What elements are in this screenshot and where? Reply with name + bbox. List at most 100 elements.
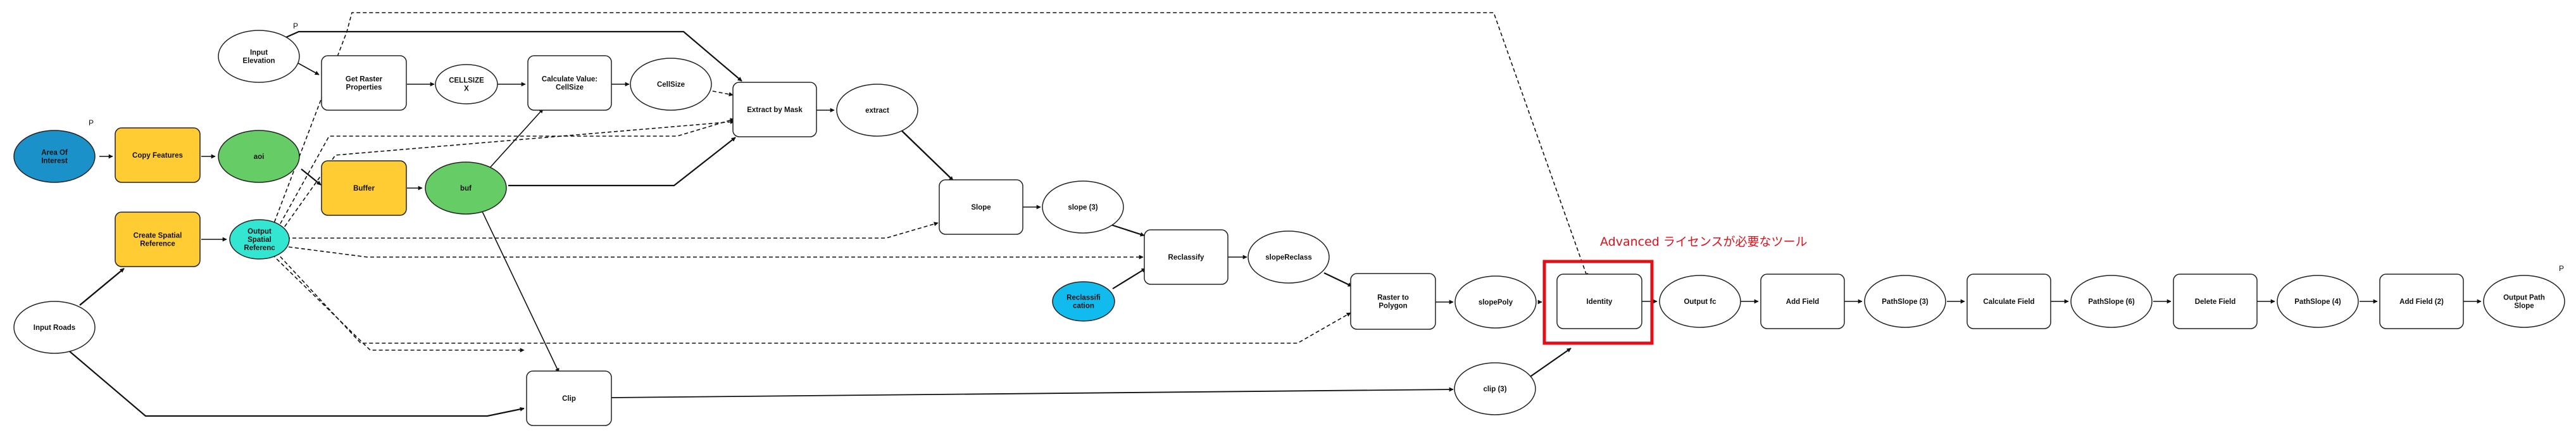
parameter-marker-output: P [2559,264,2564,273]
calculate-field-line-1: Calculate Field [1983,298,2034,306]
slope-3-node[interactable]: slope (3) [1042,180,1124,234]
copy-features-tool[interactable]: Copy Features [115,127,201,183]
slope-reclass-node[interactable]: slopeReclass [1247,230,1330,284]
output-spatial-reference-line-3: Referenc [244,244,275,252]
add-field-tool[interactable]: Add Field [1760,274,1845,329]
edge-extractnode-to-slope [897,126,954,181]
add-field-2-tool[interactable]: Add Field (2) [2379,274,2464,329]
slope-line-1: Slope [971,204,991,211]
output-spatial-reference-line-1: Output [247,228,272,236]
pathslope-3-label: PathSlope (3) [1882,298,1929,306]
pathslope-6-node[interactable]: PathSlope (6) [2070,275,2153,328]
reclassify-tool[interactable]: Reclassify [1144,229,1229,285]
raster-to-polygon-line-2: Polygon [1379,303,1407,310]
cellsize-x-line-1: CELLSIZE [449,77,484,85]
slope-poly-line-1: slopePoly [1479,299,1513,306]
output-path-slope-line-2: Slope [2514,303,2534,310]
clip-line-1: Clip [562,395,576,403]
slope-tool[interactable]: Slope [939,179,1023,235]
aoi-node[interactable]: aoi [218,130,300,183]
extract-by-mask-label: Extract by Mask [747,106,803,114]
edge-roads-to-create [79,268,125,306]
pathslope-6-line-1: PathSlope (6) [2088,298,2135,306]
buf-label: buf [460,185,472,192]
add-field-line-1: Add Field [1786,298,1819,306]
create-spatial-reference-line-2: Reference [140,241,175,248]
input-roads-line-1: Input Roads [34,324,75,332]
identity-line-1: Identity [1587,298,1613,306]
delete-field-label: Delete Field [2195,298,2236,306]
cellsize-x-line-2: X [464,85,469,93]
extract-node[interactable]: extract [836,84,918,137]
edge-clip-to-clip3 [611,387,1454,398]
raster-to-polygon-line-1: Raster to [1377,294,1409,302]
clip-tool[interactable]: Clip [526,370,612,426]
advanced-license-highlight-box [1542,260,1654,345]
buffer-line-1: Buffer [353,185,375,192]
clip-3-node[interactable]: clip (3) [1454,362,1536,415]
edge-aoi-to-buffer [301,168,322,186]
clip-label: Clip [562,395,576,403]
pathslope-3-node[interactable]: PathSlope (3) [1864,275,1946,328]
slope-reclass-line-1: slopeReclass [1265,254,1312,262]
output-fc-node[interactable]: Output fc [1659,275,1741,328]
reclassify-line-1: Reclassify [1168,254,1205,262]
delete-field-tool[interactable]: Delete Field [2173,274,2258,329]
clip-3-label: clip (3) [1483,386,1506,393]
extract-label: extract [865,107,889,115]
edge-osr-to-slope [286,222,939,239]
advanced-license-callout: Advanced ライセンスが必要なツール [1600,235,1808,249]
buf-node[interactable]: buf [425,161,507,215]
slope-poly-node[interactable]: slopePoly [1454,275,1537,329]
calculate-field-tool[interactable]: Calculate Field [1966,274,2051,329]
input-elevation-line-1: Input [250,49,268,57]
copy-features-label: Copy Features [132,152,183,160]
delete-field-line-1: Delete Field [2195,298,2236,306]
buffer-tool[interactable]: Buffer [321,160,407,216]
clip-3-line-1: clip (3) [1483,386,1506,393]
extract-by-mask-line-1: Extract by Mask [747,106,803,114]
edge-buf-to-clip [480,208,560,373]
calculate-value-line-1: Calculate Value: [542,76,597,84]
pathslope-4-line-1: PathSlope (4) [2294,298,2341,306]
slope-poly-label: slopePoly [1479,299,1513,306]
add-field-2-label: Add Field (2) [2399,298,2444,306]
pathslope-4-node[interactable]: PathSlope (4) [2277,275,2359,328]
reclassification-line-2: cation [1073,303,1094,310]
edge-elev-to-extract [275,30,742,82]
pathslope-3-line-1: PathSlope (3) [1882,298,1929,306]
edge-osr-to-r2p [275,251,1351,344]
slope-label: Slope [971,204,991,211]
add-field-2-line-1: Add Field (2) [2399,298,2444,306]
edge-reclassification-to-reclassify [1112,268,1146,289]
input-roads-node[interactable]: Input Roads [13,301,96,354]
area-of-interest-line-2: Interest [41,158,68,165]
cellsize-node[interactable]: CellSize [630,58,712,111]
output-path-slope-line-1: Output Path [2503,294,2545,302]
edge-buf-to-calc [489,108,544,169]
extract-by-mask-tool[interactable]: Extract by Mask [732,82,817,137]
calculate-value-tool[interactable]: Calculate Value:CellSize [527,55,612,111]
calculate-value-line-2: CellSize [556,84,584,92]
edge-reclass-to-r2p [1323,272,1353,287]
identity-tool[interactable]: Identity [1556,274,1642,329]
identity-label: Identity [1587,298,1613,306]
get-raster-properties-line-2: Properties [346,84,382,92]
extract-line-1: extract [865,107,889,115]
